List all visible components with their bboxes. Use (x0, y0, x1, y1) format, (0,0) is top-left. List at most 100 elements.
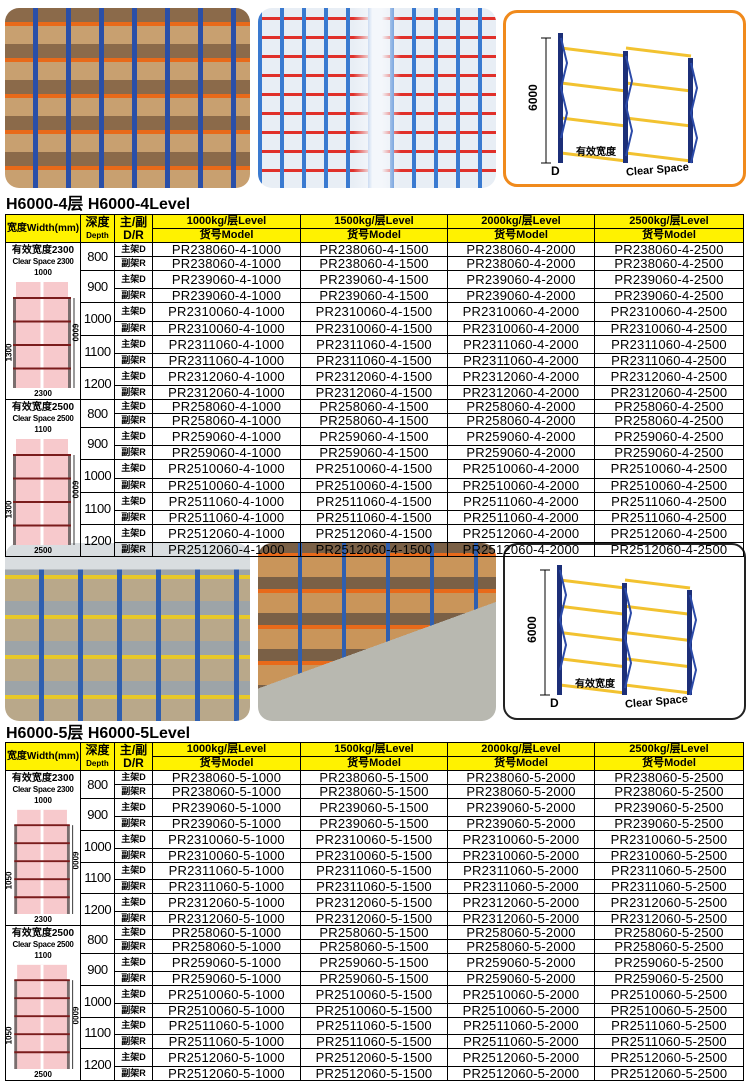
beam-length: 1000 (34, 268, 52, 277)
model-cell: PR2312060-4-1000 (152, 366, 301, 387)
model-cell: PR238060-4-2000 (447, 256, 595, 271)
depth-cell: 800 (80, 770, 115, 799)
level-pitch: 1050 (6, 871, 14, 890)
model-cell: PR2510060-5-2500 (594, 1002, 744, 1018)
sub-frame-label: 副架R (114, 385, 153, 400)
model-cell: PR2511060-4-2500 (594, 509, 744, 525)
main-frame-label: 主架D (114, 861, 153, 881)
depth-cell: 1200 (80, 366, 115, 401)
model-cell: PR2512060-5-1500 (300, 1066, 448, 1081)
model-cell: PR259060-5-1000 (152, 970, 301, 986)
main-frame-label: 主架D (114, 459, 153, 479)
clear-space-cn: 有效宽度2500 (11, 928, 75, 939)
sub-frame-label: 副架R (114, 256, 153, 271)
model-cell: PR238060-4-2500 (594, 256, 744, 271)
clear-space-cn-label: 有效宽度 (576, 147, 616, 158)
beam-length: 1000 (34, 796, 52, 805)
model-cell: PR2510060-5-2000 (447, 984, 595, 1004)
model-cell: PR238060-4-1000 (152, 242, 301, 257)
model-cell: PR2510060-4-1500 (300, 459, 448, 479)
model-cell: PR258060-4-2500 (594, 413, 744, 428)
model-header: 货号Model (447, 228, 595, 243)
model-cell: PR239060-5-2500 (594, 815, 744, 831)
main-frame-label: 主架D (114, 829, 153, 849)
sub-frame-label: 副架R (114, 1002, 153, 1018)
dr-header-en: D/R (123, 227, 144, 242)
model-cell: PR238060-5-2500 (594, 784, 744, 799)
level-pitch: 1300 (6, 343, 14, 362)
depth-label: D (550, 696, 559, 710)
rack-height: 6000 (70, 480, 80, 499)
clear-space-cn: 有效宽度2300 (11, 245, 75, 256)
model-cell: PR2311060-4-2500 (594, 334, 744, 354)
model-cell: PR259060-4-1000 (152, 445, 301, 461)
total-width: 2500 (34, 1070, 52, 1079)
depth-cell: 1200 (80, 893, 115, 926)
model-cell: PR2311060-4-1000 (152, 334, 301, 354)
width-header: 宽度Width(mm) (5, 742, 81, 771)
model-cell: PR2311060-5-1500 (300, 879, 448, 895)
depth-cell: 1000 (80, 984, 115, 1018)
sub-frame-label: 副架R (114, 911, 153, 926)
model-header: 货号Model (300, 756, 448, 771)
clear-space-en: Clear Space 2300 (12, 257, 74, 266)
model-cell: PR239060-5-1500 (300, 798, 448, 817)
model-cell: PR2511060-4-2000 (447, 491, 595, 511)
sub-frame-label: 副架R (114, 509, 153, 525)
model-cell: PR2311060-5-2500 (594, 879, 744, 895)
model-cell: PR259060-5-2000 (447, 970, 595, 986)
height-label: 6000 (525, 84, 540, 111)
model-cell: PR238060-4-1000 (152, 256, 301, 271)
model-cell: PR2310060-4-1000 (152, 320, 301, 336)
model-cell: PR2510060-5-1000 (152, 984, 301, 1004)
model-cell: PR259060-5-1000 (152, 953, 301, 972)
sub-frame-label: 副架R (114, 413, 153, 428)
model-cell: PR238060-5-1000 (152, 770, 301, 785)
model-cell: PR2312060-5-2000 (447, 893, 595, 912)
model-cell: PR2510060-4-2500 (594, 459, 744, 479)
model-cell: PR2311060-4-2000 (447, 352, 595, 368)
model-cell: PR258060-5-1000 (152, 925, 301, 940)
model-cell: PR2510060-5-1500 (300, 1002, 448, 1018)
model-cell: PR239060-5-1000 (152, 798, 301, 817)
model-cell: PR2312060-4-1500 (300, 366, 448, 387)
depth-header-en: Depth (86, 758, 109, 768)
depth-cell: 800 (80, 925, 115, 954)
model-cell: PR2310060-4-1500 (300, 320, 448, 336)
main-frame-label: 主架D (114, 523, 153, 544)
model-cell: PR239060-5-1000 (152, 815, 301, 831)
model-cell: PR238060-5-1000 (152, 784, 301, 799)
main-frame-label: 主架D (114, 334, 153, 354)
depth-cell: 800 (80, 399, 115, 428)
model-cell: PR2512060-5-1000 (152, 1066, 301, 1081)
main-frame-label: 主架D (114, 491, 153, 511)
model-cell: PR2512060-4-2500 (594, 542, 744, 557)
model-cell: PR2511060-5-1000 (152, 1034, 301, 1050)
model-cell: PR2511060-4-1500 (300, 491, 448, 511)
depth-cell: 1000 (80, 302, 115, 336)
model-cell: PR2311060-4-1000 (152, 352, 301, 368)
depth-cell: 900 (80, 269, 115, 304)
model-cell: PR2310060-5-2000 (447, 829, 595, 849)
model-cell: PR2512060-4-1500 (300, 542, 448, 557)
rack-height: 6000 (70, 1006, 80, 1025)
main-frame-label: 主架D (114, 798, 153, 817)
